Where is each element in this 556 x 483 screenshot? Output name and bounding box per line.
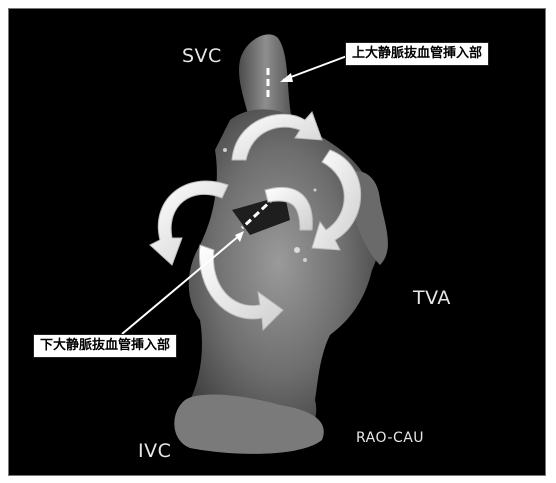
upper-callout-leader — [283, 56, 347, 80]
tva-label: TVA — [413, 287, 451, 309]
lower-cannula-callout: 下大静脈抜血管挿入部 — [33, 334, 177, 358]
ivc-label: IVC — [138, 440, 171, 462]
upper-cannula-callout: 上大静脈抜血管挿入部 — [345, 42, 489, 66]
svc-label: SVC — [182, 45, 222, 67]
view-label: RAO-CAU — [356, 430, 424, 446]
